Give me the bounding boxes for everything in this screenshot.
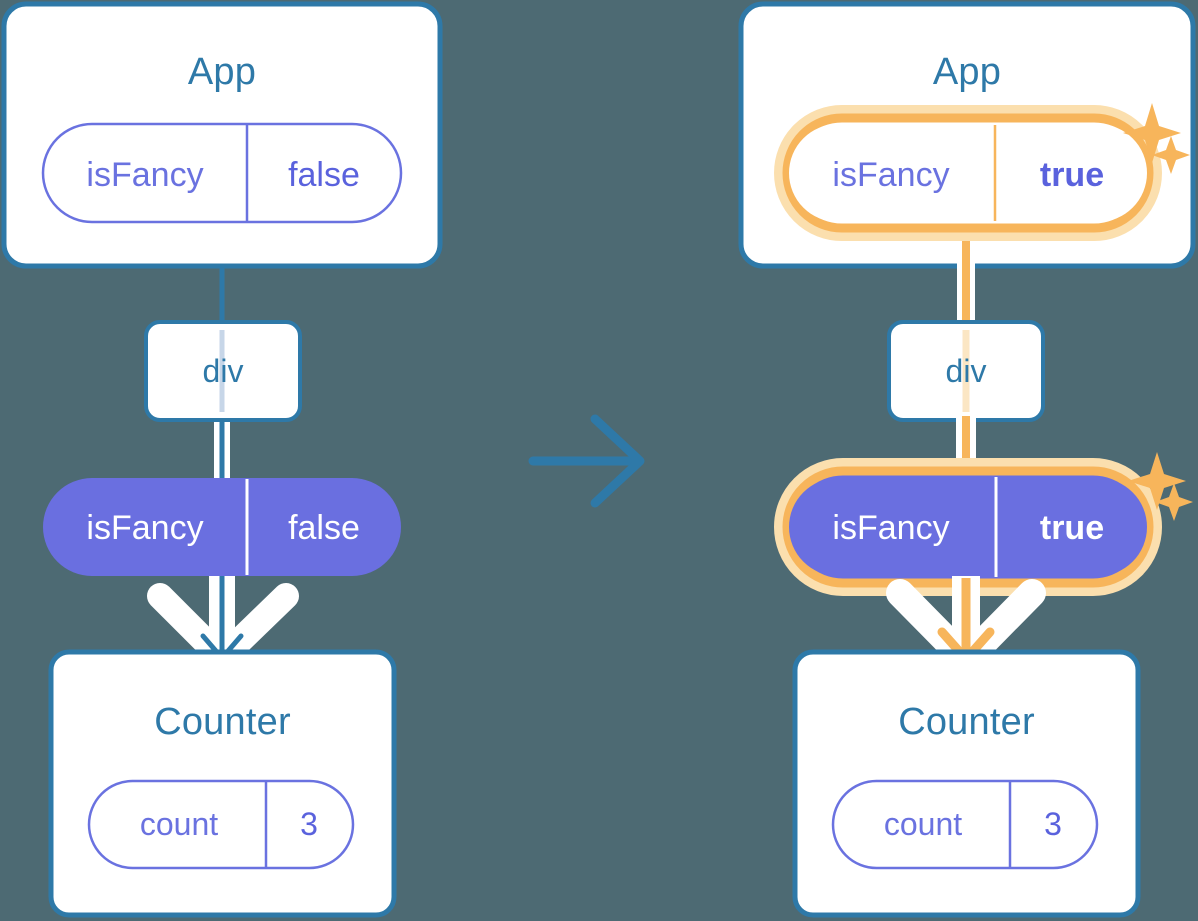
app-pill-halo-after: [774, 105, 1162, 241]
counter-pill-value-before: 3: [300, 806, 318, 842]
props-pill-value-after: true: [1039, 509, 1105, 547]
counter-pill-name-before: count: [139, 806, 219, 842]
app-card-title-after: App: [932, 51, 1002, 93]
app-pill-name-before: isFancy: [86, 156, 204, 194]
sparkle-large-icon-props: [1128, 452, 1186, 510]
app-pill-before[interactable]: [41, 122, 403, 224]
app-pill-name-after: isFancy: [832, 156, 950, 194]
props-pill-after[interactable]: [789, 478, 1147, 576]
props-arrow-before: [147, 576, 299, 671]
props-pill-name-after: isFancy: [832, 509, 950, 547]
counter-pill-name-after: count: [883, 806, 963, 842]
sparkle-large-icon-app: [1123, 103, 1181, 163]
counter-pill-value-after: 3: [1044, 806, 1062, 842]
counter-card-title-before: Counter: [154, 701, 291, 743]
app-pill-value-before: false: [288, 156, 360, 194]
props-pill-value-before: false: [288, 509, 360, 547]
sparkle-small-icon-props: [1155, 483, 1193, 521]
props-pill-before[interactable]: [43, 478, 401, 576]
props-pill-name-before: isFancy: [86, 509, 204, 547]
app-card-title-before: App: [187, 51, 257, 93]
app-pill-value-after: true: [1039, 156, 1105, 194]
counter-card-title-after: Counter: [898, 701, 1035, 743]
sparkle-small-icon-app: [1152, 136, 1190, 174]
div-node-label-before: div: [202, 353, 244, 389]
transition-arrow-icon: [528, 414, 645, 508]
app-pill-after[interactable]: [789, 124, 1147, 222]
counter-pill-before[interactable]: [87, 779, 355, 870]
div-node-label-after: div: [945, 353, 987, 389]
counter-pill-after[interactable]: [831, 779, 1099, 870]
